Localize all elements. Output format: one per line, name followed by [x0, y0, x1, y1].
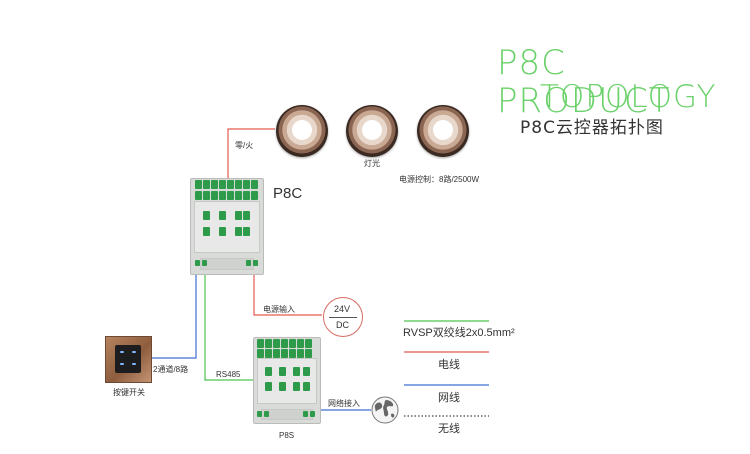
- switch-channels-label: 2通道/8路: [153, 365, 189, 374]
- legend-label-wireless: 无线: [438, 423, 460, 435]
- zero-fire-label: 零/火: [235, 141, 254, 150]
- wire-lights: [227, 128, 275, 178]
- wire-rs485: [204, 274, 253, 381]
- legend-label-network: 网线: [438, 392, 460, 404]
- p8s-label: P8S: [279, 431, 295, 440]
- globe-icon: [371, 396, 399, 424]
- p8c-terminals: [190, 178, 264, 275]
- light-bulb-icon: [276, 105, 328, 157]
- legend-label-wire: 电线: [438, 359, 460, 371]
- power-supply-icon: [323, 297, 363, 337]
- switch-panel-icon: [105, 336, 152, 383]
- light-bulb-icon: [346, 105, 398, 157]
- light-bulb-icon: [417, 105, 469, 157]
- power-input-label: 电源输入: [263, 305, 295, 314]
- network-access-label: 网络接入: [328, 399, 360, 408]
- wire-power: [253, 274, 322, 316]
- title-line-1: P8C PRODUCT: [497, 43, 671, 121]
- switch-label: 按键开关: [113, 388, 145, 397]
- power-control-label: 电源控制：8路/2500W: [399, 175, 480, 184]
- rs485-label: RS485: [216, 370, 241, 379]
- wire-switch: [151, 274, 197, 359]
- power-type-label: DC: [336, 320, 349, 330]
- title-line-2: TOPOLOGY: [540, 79, 717, 115]
- p8s-controller: [253, 337, 321, 424]
- p8c-label: P8C: [273, 185, 303, 202]
- legend-label-rvsp: RVSP双绞线2x0.5mm²: [403, 327, 515, 339]
- power-voltage-label: 24V: [334, 304, 351, 314]
- title-subtitle: P8C云控器拓扑图: [520, 118, 664, 138]
- lights-label: 灯光: [364, 159, 380, 168]
